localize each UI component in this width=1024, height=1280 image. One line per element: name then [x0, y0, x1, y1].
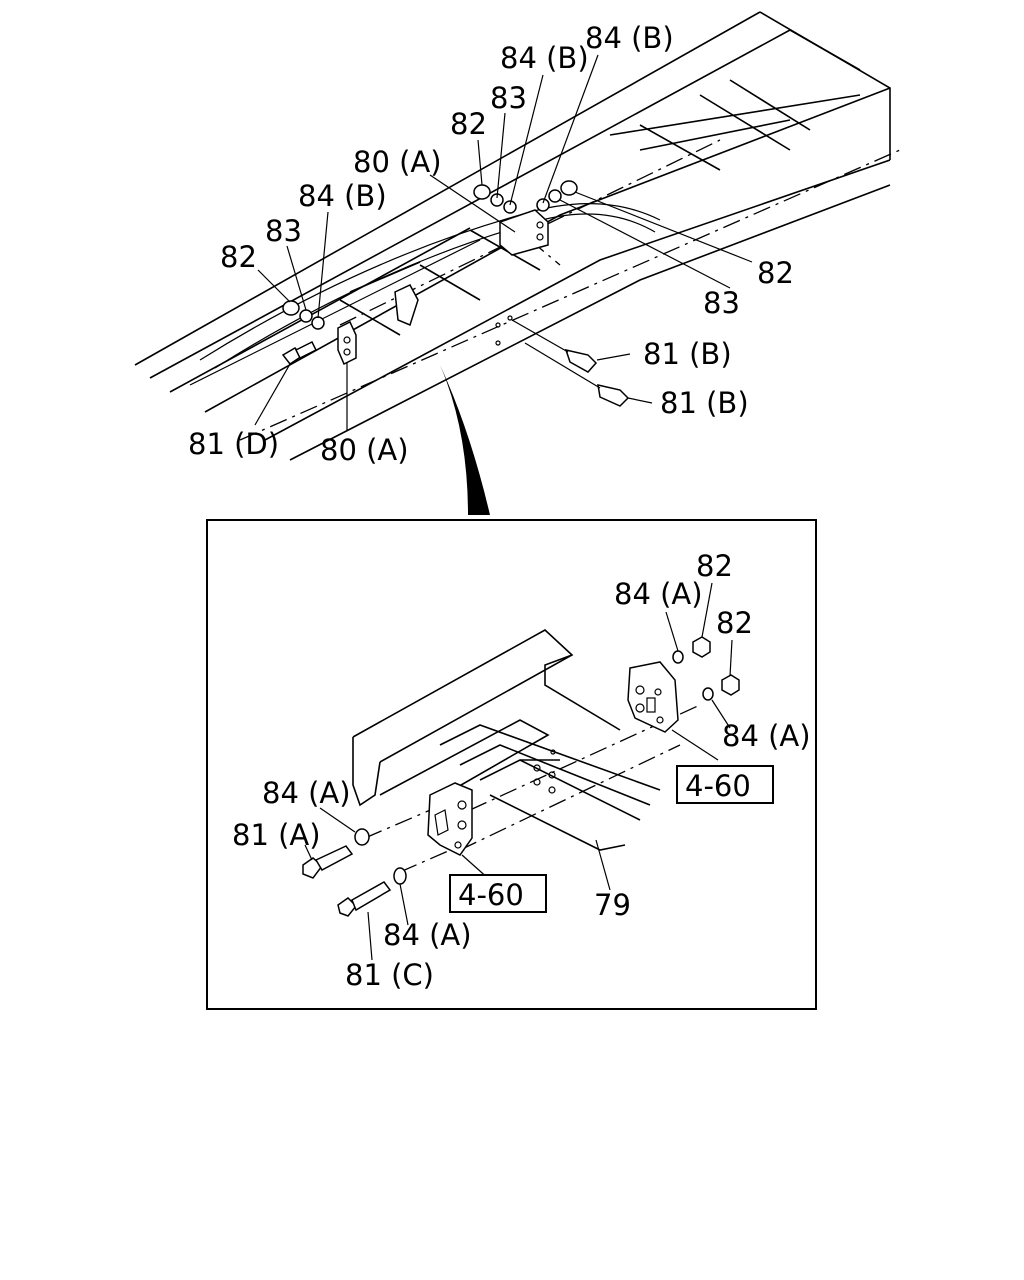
nut-82 — [473, 184, 491, 200]
washer-84b — [503, 200, 517, 214]
washer-84a — [672, 650, 684, 664]
reference-box-right[interactable]: 4-60 — [676, 765, 774, 804]
washer-84a — [393, 867, 407, 885]
callout-84b: 84 (B) — [298, 179, 387, 213]
callout-84a: 84 (A) — [262, 776, 351, 810]
callout-84a: 84 (A) — [614, 577, 703, 611]
washer-83 — [548, 189, 562, 203]
callout-81c: 81 (C) — [345, 958, 434, 992]
bolt-81b — [597, 384, 630, 407]
callout-84b: 84 (B) — [585, 21, 674, 55]
inset-leaders — [304, 582, 733, 961]
reference-label: 4-60 — [685, 769, 751, 803]
reference-box-left[interactable]: 4-60 — [449, 874, 547, 913]
zoom-pointer — [440, 365, 490, 515]
callout-80a: 80 (A) — [353, 145, 442, 179]
callout-84a: 84 (A) — [383, 918, 472, 952]
callout-84b: 84 (B) — [500, 41, 589, 75]
callout-81b: 81 (B) — [660, 386, 749, 420]
washer-83 — [299, 309, 313, 323]
nut-82 — [560, 180, 578, 196]
bolt-81c — [337, 897, 358, 917]
reference-label: 4-60 — [458, 878, 524, 912]
callout-83: 83 — [703, 286, 740, 320]
bracket-right — [627, 661, 679, 733]
inset-drawing — [302, 629, 740, 917]
top-leaders — [254, 54, 753, 430]
callout-83: 83 — [265, 214, 302, 248]
washer-84b — [311, 316, 325, 330]
bracket-80a-upper — [499, 209, 549, 256]
nut-82 — [282, 300, 300, 316]
callout-82: 82 — [696, 549, 733, 583]
bolt-81b — [564, 348, 598, 373]
callout-82: 82 — [757, 256, 794, 290]
callout-79: 79 — [594, 888, 631, 922]
top-callouts: 84 (B) 84 (B) 83 82 80 (A) 84 (B) 83 82 … — [188, 21, 794, 467]
top-hardware — [281, 180, 630, 407]
callout-82: 82 — [716, 606, 753, 640]
callout-81a: 81 (A) — [232, 818, 321, 852]
callout-80a: 80 (A) — [320, 433, 409, 467]
callout-84a: 84 (A) — [722, 719, 811, 753]
callout-83: 83 — [490, 81, 527, 115]
bracket-left — [427, 782, 473, 856]
inset-frame — [206, 519, 817, 1010]
washer-84a — [702, 687, 714, 701]
washer-84a — [354, 828, 370, 846]
washer-84b — [536, 198, 550, 212]
callout-82: 82 — [220, 240, 257, 274]
chassis-frame — [134, 11, 901, 461]
nut-82 — [692, 636, 711, 658]
callout-81d: 81 (D) — [188, 427, 279, 461]
inset-callouts: 82 84 (A) 82 84 (A) 84 (A) 81 (A) 84 (A)… — [232, 549, 811, 992]
nut-82 — [721, 674, 740, 696]
callout-82: 82 — [450, 107, 487, 141]
callout-81b: 81 (B) — [643, 337, 732, 371]
